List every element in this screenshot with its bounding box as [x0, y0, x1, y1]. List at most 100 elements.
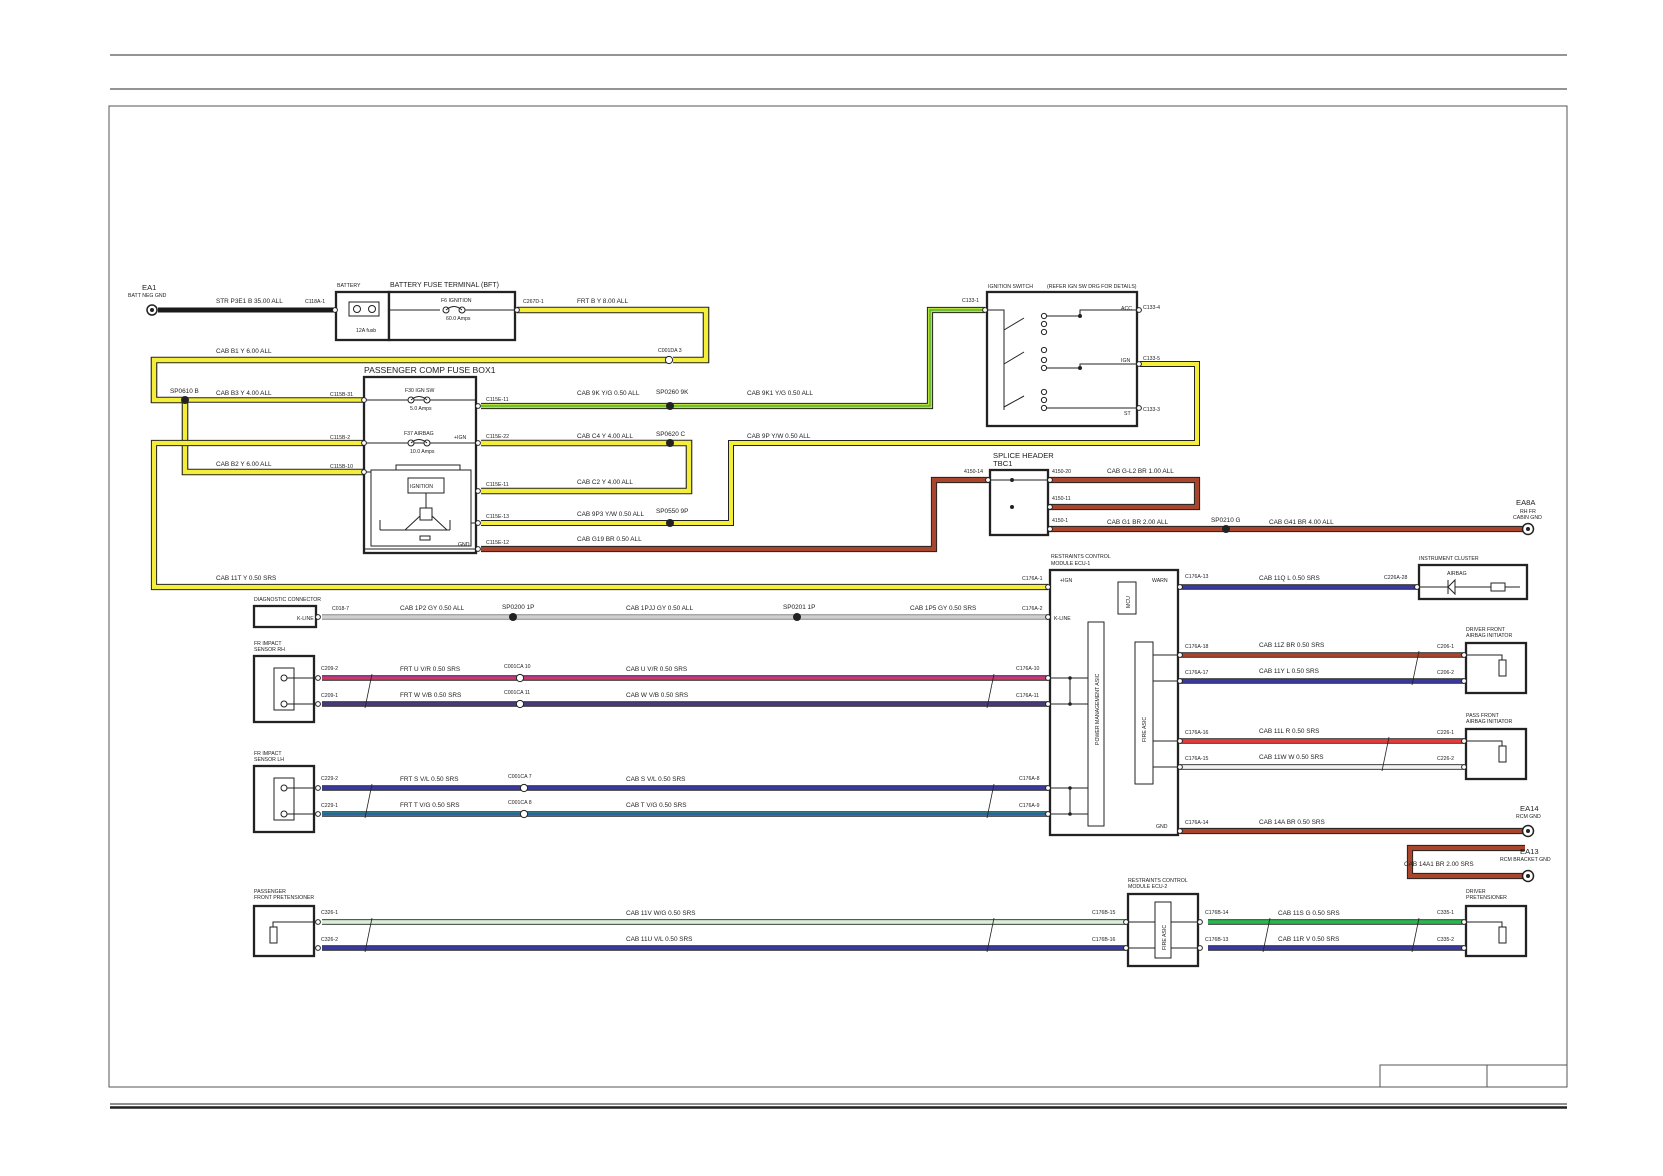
- wire-frt-b: [517, 307, 709, 363]
- conn-c2261: C226-1: [1437, 730, 1454, 736]
- conn-c115b31: C115B-31: [330, 392, 353, 398]
- rcm1-fire: FIRE ASIC: [1142, 717, 1148, 742]
- conn-c2262: C226-2: [1437, 756, 1454, 762]
- splice-header-id: TBC1: [993, 459, 1012, 468]
- title-block-cell-2: [1486, 1064, 1568, 1088]
- ign-switch-name: IGNITION SWITCH: [988, 284, 1033, 290]
- wire-label-11z: CAB 11Z BR 0.50 SRS: [1259, 642, 1324, 649]
- rcm1-name2: MODULE ECU-1: [1051, 561, 1090, 567]
- driver-airbag-initiator: DRIVER FRONT AIRBAG INITIATOR: [1464, 627, 1528, 695]
- battery-name: BATTERY: [337, 283, 361, 289]
- conn-c2092: C209-2: [321, 666, 338, 672]
- drv-pret-name2: PRETENSIONER: [1466, 895, 1507, 901]
- ea13-name: RCM BRACKET GND: [1500, 857, 1551, 863]
- rcm1-kline: K-LINE: [1054, 616, 1071, 622]
- drv-pret-name1: DRIVER: [1466, 889, 1486, 895]
- sp0210-label: SP0210 G: [1211, 517, 1241, 524]
- ea13-id: EA13: [1520, 847, 1539, 856]
- rcm1-mcu: MCU: [1126, 596, 1132, 608]
- wire-label-gl2: CAB G-L2 BR 1.00 ALL: [1107, 468, 1174, 475]
- conn-4150-1: 4150-1: [1052, 518, 1068, 524]
- bft-name: BATTERY FUSE TERMINAL (BFT): [390, 282, 499, 289]
- ea8a-ground: EA8A RH FR CABIN GND: [1513, 498, 1542, 536]
- wire-label-cab-s: CAB S V/L 0.50 SRS: [626, 776, 685, 783]
- conn-4150-11: 4150-11: [1052, 496, 1071, 502]
- wire-label-b1: CAB B1 Y 6.00 ALL: [216, 348, 272, 355]
- rcm1-warn: WARN: [1152, 578, 1168, 584]
- conn-4150-14: 4150-14: [964, 469, 983, 475]
- conn-c2062: C206-2: [1437, 670, 1454, 676]
- wire-label-b2: CAB B2 Y 6.00 ALL: [216, 461, 272, 468]
- wire-label-frt-s: FRT S V/L 0.50 SRS: [400, 776, 459, 783]
- wire-9k-stripe: [481, 309, 985, 407]
- ea8a-name2: CABIN GND: [1513, 515, 1542, 521]
- conn-c176a1: C176A-1: [1022, 576, 1043, 582]
- conn-c001ca11: C001CA 11: [504, 690, 530, 696]
- wire-label-9p: CAB 9P Y/W 0.50 ALL: [747, 433, 811, 440]
- passenger-pretensioner: PASSENGER FRONT PRETENSIONER: [252, 889, 316, 958]
- conn-c2291: C229-1: [321, 803, 338, 809]
- conn-c115e22: C115E-22: [486, 434, 509, 440]
- splice-dots: [181, 396, 1230, 621]
- wire-g19: [481, 477, 990, 552]
- pass-airbag-name1: PASS FRONT: [1466, 713, 1500, 719]
- connector-labels: C118A-1 C267D-1 C001DA 3 C115B-31 C115B-…: [305, 298, 1454, 943]
- fr-lh-name2: SENSOR LH: [254, 757, 284, 763]
- conn-c176b13: C176B-13: [1205, 937, 1228, 943]
- conn-c176b14: C176B-14: [1205, 910, 1228, 916]
- ea8a-id: EA8A: [1516, 498, 1536, 507]
- wire-b2: [182, 400, 366, 475]
- pass-pret-name2: FRONT PRETENSIONER: [254, 895, 314, 901]
- ea1-ground: EA1 BATT NEG GND: [128, 283, 167, 316]
- conn-c001ca8: C001CA 8: [508, 800, 532, 806]
- conn-c176a16: C176A-16: [1185, 730, 1208, 736]
- splice-labels: SP0610 B SP0260 9K SP0620 C SP0550 9P SP…: [170, 388, 1241, 611]
- driver-pretensioner: DRIVER PRETENSIONER: [1464, 889, 1528, 958]
- ign-st: ST: [1124, 411, 1131, 417]
- diagnostic-connector: DIAGNOSTIC CONNECTOR K-LINE: [252, 597, 321, 629]
- conn-c1333: C133-3: [1143, 407, 1160, 413]
- battery-fuse: 12A fusb: [356, 328, 376, 334]
- wire-label-1pj: CAB 1PJJ GY 0.50 ALL: [626, 605, 693, 612]
- wire-label-c4: CAB C4 Y 4.00 ALL: [577, 433, 633, 440]
- wire-label-frt-u: FRT U V/R 0.50 SRS: [400, 666, 460, 673]
- rcm2-fire: FIRE ASIC: [1162, 925, 1168, 950]
- conn-c3351: C335-1: [1437, 910, 1454, 916]
- wire-label-11s: CAB 11S G 0.50 SRS: [1278, 910, 1340, 917]
- wire-label-1p5: CAB 1P5 GY 0.50 SRS: [910, 605, 976, 612]
- wire-label-9k1: CAB 9K1 Y/G 0.50 ALL: [747, 390, 813, 397]
- wire-label-cab-t: CAB T V/G 0.50 SRS: [626, 802, 687, 809]
- wire-label-9p3: CAB 9P3 Y/W 0.50 ALL: [577, 511, 644, 518]
- sp0620-label: SP0620 C: [656, 431, 686, 438]
- conn-c115e12: C115E-12: [486, 540, 509, 546]
- wire-gl2-outline: [1048, 476, 1201, 511]
- wire-14a1: [1407, 845, 1525, 879]
- conn-c001ca10: C001CA 10: [504, 664, 531, 670]
- ignition-switch: IGNITION SWITCH (REFER IGN SW DRG FOR DE…: [985, 284, 1139, 428]
- wire-label-cab-w: CAB W V/B 0.50 SRS: [626, 692, 688, 699]
- ign-switch-note: (REFER IGN SW DRG FOR DETAILS): [1047, 284, 1137, 290]
- ea14-name: RCM GND: [1516, 814, 1541, 820]
- conn-c176a9: C176A-9: [1019, 803, 1040, 809]
- conn-c176a14: C176A-14: [1185, 820, 1208, 826]
- conn-c1334: C133-4: [1143, 305, 1160, 311]
- wire-label-frt-b: FRT B Y 8.00 ALL: [577, 298, 628, 305]
- drawing-border: [108, 105, 1568, 1088]
- wire-label-11y: CAB 11Y L 0.50 SRS: [1259, 668, 1319, 675]
- conn-4150-20: 4150-20: [1052, 469, 1071, 475]
- wire-label-11l: CAB 11L R 0.50 SRS: [1259, 728, 1319, 735]
- fr-rh-name2: SENSOR RH: [254, 647, 285, 653]
- wire-gl2: [1048, 477, 1200, 510]
- sp0260-label: SP0260 9K: [656, 389, 689, 396]
- pass-airbag-name2: AIRBAG INITIATOR: [1466, 719, 1512, 725]
- wire-label-g1: CAB G1 BR 2.00 ALL: [1107, 519, 1169, 526]
- wire-labels: STR P3E1 B 35.00 ALL FRT B Y 8.00 ALL CA…: [216, 298, 1474, 943]
- conn-c3261: C326-1: [321, 910, 338, 916]
- rcm1-gnd: GND: [1156, 824, 1168, 830]
- rcm2-name1: RESTRAINTS CONTROL: [1128, 878, 1188, 884]
- conn-c2292: C229-2: [321, 776, 338, 782]
- ea14-id: EA14: [1520, 804, 1539, 813]
- splice-header-name: SPLICE HEADER: [993, 451, 1054, 460]
- wire-label-1p2: CAB 1P2 GY 0.50 ALL: [400, 605, 465, 612]
- conn-c176a10: C176A-10: [1016, 666, 1039, 672]
